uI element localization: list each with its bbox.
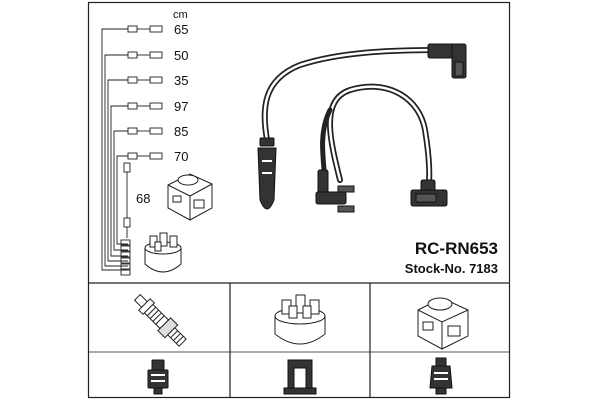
length-label-5: 85 <box>174 124 188 139</box>
length-label-4: 97 <box>174 99 188 114</box>
plug-connector-icon <box>147 359 169 395</box>
coil-connector-center <box>315 169 355 213</box>
angled-connector-top <box>427 43 467 79</box>
bundle-line-85 <box>113 130 128 251</box>
length-label-3: 35 <box>174 73 188 88</box>
bundle-line-97 <box>110 105 128 257</box>
ignition-coil-icon-small <box>167 173 213 221</box>
legend-connector-50 <box>127 51 163 59</box>
distributor-cap-icon-small <box>144 232 182 273</box>
cable-long <box>261 47 443 143</box>
product-model: RC-RN653 <box>415 239 498 258</box>
spark-plug-boot-connector <box>257 137 277 210</box>
legend-connector-97 <box>127 102 163 110</box>
cable-short <box>327 83 433 193</box>
bundle-line-65 <box>101 28 128 271</box>
stock-number: Stock-No. 7183 <box>405 261 498 276</box>
cap-connector-icon <box>283 359 317 395</box>
ignition-cable-drawing <box>261 47 443 193</box>
legend-connector-65 <box>127 25 163 33</box>
coil-lead-length-label: 68 <box>136 191 150 206</box>
legend-bottom-terminals <box>120 239 131 276</box>
angled-connector-bottom <box>410 179 448 207</box>
legend-connector-35 <box>127 76 163 84</box>
unit-label: cm <box>173 9 188 21</box>
spark-plug-icon <box>133 293 187 347</box>
lead-length-legend <box>101 25 163 276</box>
bundle-line-70 <box>116 155 128 245</box>
legend-coil-lead <box>123 162 131 238</box>
ignition-coil-icon <box>417 297 469 350</box>
legend-connector-70 <box>127 152 163 160</box>
length-label-2: 50 <box>174 48 188 63</box>
legend-connector-85 <box>127 127 163 135</box>
length-label-6: 70 <box>174 149 188 164</box>
bundle-line-35 <box>107 79 128 262</box>
outer-border <box>87 1 511 399</box>
frame <box>87 1 511 399</box>
distributor-cap-icon <box>274 294 326 345</box>
bundle-line-50 <box>104 54 128 267</box>
length-label-1: 65 <box>174 22 188 37</box>
coil-connector-icon <box>429 357 453 395</box>
